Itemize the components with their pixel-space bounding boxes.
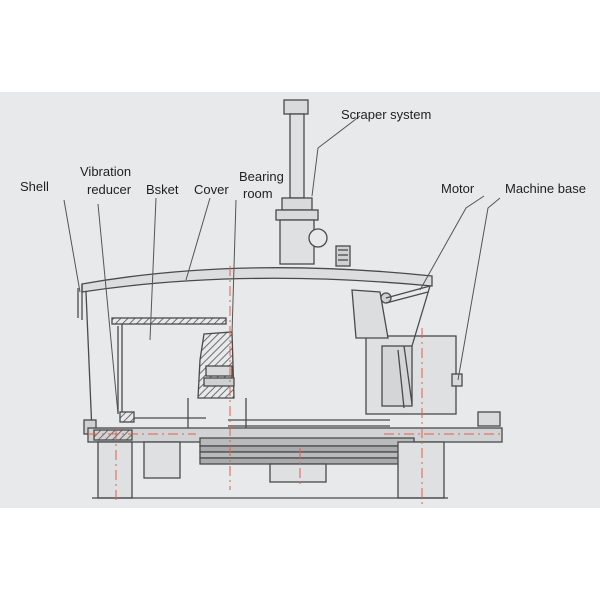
- cover: [77, 267, 433, 320]
- center-lines: [88, 266, 500, 504]
- label-cover: Cover: [194, 182, 229, 197]
- basket: [111, 317, 227, 423]
- base-plate: [87, 411, 503, 465]
- label-bearing-room-line2: room: [243, 186, 273, 201]
- machine-feet: [92, 441, 448, 499]
- bearing-room: [187, 331, 247, 440]
- label-machine-base: Machine base: [505, 181, 586, 196]
- label-bearing-room-line1: Bearing: [239, 169, 284, 184]
- motor: [351, 285, 463, 415]
- label-scraper-system: Scraper system: [341, 107, 431, 122]
- shell: [83, 291, 144, 435]
- label-vibration-reducer-line1: Vibration: [80, 164, 131, 179]
- label-motor: Motor: [441, 181, 475, 196]
- label-shell: Shell: [20, 179, 49, 194]
- scraper-system-column: [275, 99, 351, 267]
- labels: Scraper system Shell Vibration reducer B…: [20, 107, 586, 201]
- label-vibration-reducer-line2: reducer: [87, 182, 132, 197]
- label-basket: Bsket: [146, 182, 179, 197]
- leader-lines: [63, 115, 501, 415]
